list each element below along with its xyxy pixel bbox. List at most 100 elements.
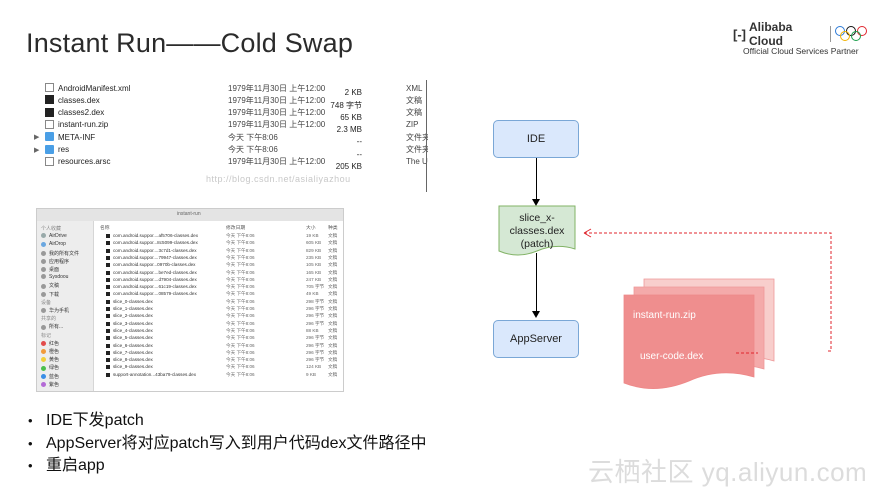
finder-sidebar-item[interactable]: 应用程序 [41,258,69,265]
column-header-size[interactable]: 大小 [306,226,316,231]
finder-file-kind: 文稿 [328,254,338,260]
finder-sidebar-item[interactable]: Sysdoou [41,274,68,280]
finder-sidebar-item[interactable]: 桌面 [41,266,59,273]
finder-file-date: 今天 下午8:06 [226,335,255,341]
sidebar-item-icon [41,308,46,314]
column-header-name[interactable]: 名称 [100,226,110,231]
finder-file-size: 19 KB [306,233,319,238]
finder-file-size: 49 KB [306,291,319,297]
sidebar-item-icon [41,324,46,330]
sidebar-item-icon [41,258,46,264]
alibaba-cloud-mark-icon: [-] [733,26,746,42]
brand-tagline: Official Cloud Services Partner [743,46,859,56]
finder-sidebar-item[interactable]: AirDrive [41,233,67,239]
finder-file-size: 296 字节 [306,342,325,348]
finder-sidebar-item[interactable]: 华为手机 [41,307,69,314]
patch-label: slice_x- classes.dex (patch) [501,212,573,251]
file-size: -- [356,137,362,147]
ide-node: IDE [493,120,579,158]
bullet-dot-icon: • [28,413,33,428]
column-header-date[interactable]: 修改日期 [226,226,246,231]
dex-file-icon [106,321,110,326]
bullet-list: •IDE下发patch •AppServer将对应patch写入到用户代码dex… [28,410,427,478]
finder-sidebar-item[interactable]: 我的所有文件 [41,250,79,257]
finder-file-name: support-annotation...43ba79-classes.dex [113,371,196,377]
finder-sidebar-item[interactable]: 橙色 [41,348,59,355]
finder-file-date: 今天 下午8:06 [226,320,255,326]
sidebar-item-label: 红色 [49,340,60,347]
finder-file-date: 今天 下午8:06 [226,233,255,238]
finder-sidebar-item[interactable]: 紫色 [41,381,59,388]
finder-sidebar-item[interactable]: 文稿 [41,282,59,289]
file-icon [45,95,54,105]
finder-sidebar-item[interactable]: 蓝色 [41,373,59,380]
file-date: 今天 下午8:06 [228,145,278,154]
finder-file-date: 今天 下午8:06 [226,357,255,363]
finder-file-kind: 文稿 [328,357,338,363]
appserver-node: AppServer [493,320,579,358]
alibaba-cloud-logo: [-] Alibaba Cloud Official Cloud Service… [733,20,873,60]
finder-file-kind: 文稿 [328,284,338,290]
finder-sidebar-item[interactable]: AirDrop [41,241,66,247]
file-date: 1979年11月30日 上午12:00 [228,120,326,130]
finder-sidebar-item[interactable]: 红色 [41,340,59,347]
file-icon [45,83,54,92]
file-size: 205 KB [335,161,362,171]
finder-file-size: 605 KB [306,240,322,246]
finder-file-size: 298 字节 [306,298,325,304]
finder-file-kind: 文稿 [328,364,338,370]
finder-file-kind: 文稿 [328,306,338,311]
finder-file-name: slice_3-classes.dex [113,320,153,326]
arrowhead-icon [532,311,540,318]
disclosure-triangle-icon: ▶ [34,134,40,142]
patch-label-line-1: slice_x- [519,212,555,224]
finder-sidebar-item: 标记 [41,332,51,339]
finder-file-kind: 文稿 [328,320,338,326]
dex-file-icon [106,241,110,246]
finder-file-size: 296 字节 [306,335,325,341]
finder-sidebar-item[interactable]: 所有... [41,323,63,330]
finder-file-kind: 文稿 [328,335,338,341]
file-icon [45,119,54,129]
dex-file-icon [106,328,110,333]
finder-sidebar-item[interactable]: 黄色 [41,356,59,363]
column-header-kind[interactable]: 种类 [328,226,338,231]
dex-file-icon [106,234,110,238]
finder-file-row[interactable]: com.android.suppor....af5706-classes.dex… [106,233,343,240]
bullet-item: •IDE下发patch [28,410,427,433]
finder-file-kind: 文稿 [328,247,338,253]
sidebar-item-icon [41,365,46,371]
finder-file-size: 296 字节 [306,313,325,319]
finder-sidebar-item: 个人收藏 [41,225,61,232]
finder-sidebar-item[interactable]: 下载 [41,291,59,298]
finder-sidebar-item[interactable]: 绿色 [41,364,59,371]
sidebar-item-icon [41,274,46,280]
